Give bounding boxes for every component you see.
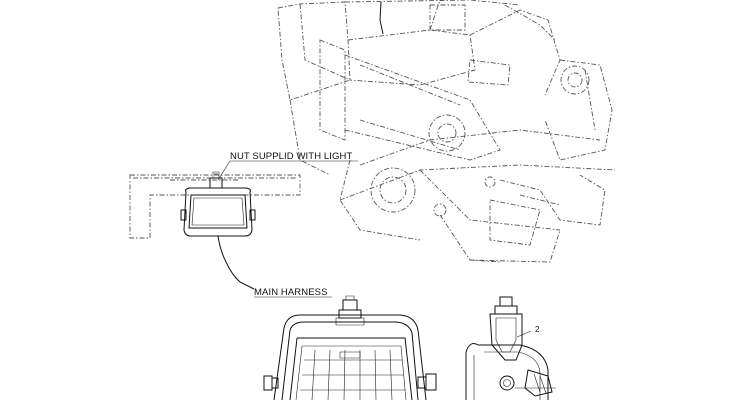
label-nut-supplied: NUT SUPPLID WITH LIGHT <box>230 151 352 162</box>
label-nut-supplied-group: NUT SUPPLID WITH LIGHT <box>217 151 358 181</box>
work-light-small <box>180 171 256 290</box>
work-light-front-view <box>263 295 437 400</box>
callout-2: 2 <box>535 325 540 334</box>
mounting-bracket-phantom <box>129 174 301 239</box>
work-light-side-view: 2 <box>465 296 556 400</box>
label-main-harness: MAIN HARNESS <box>254 287 328 298</box>
loader-frame-phantom <box>277 0 616 263</box>
label-main-harness-group: MAIN HARNESS <box>254 287 332 298</box>
